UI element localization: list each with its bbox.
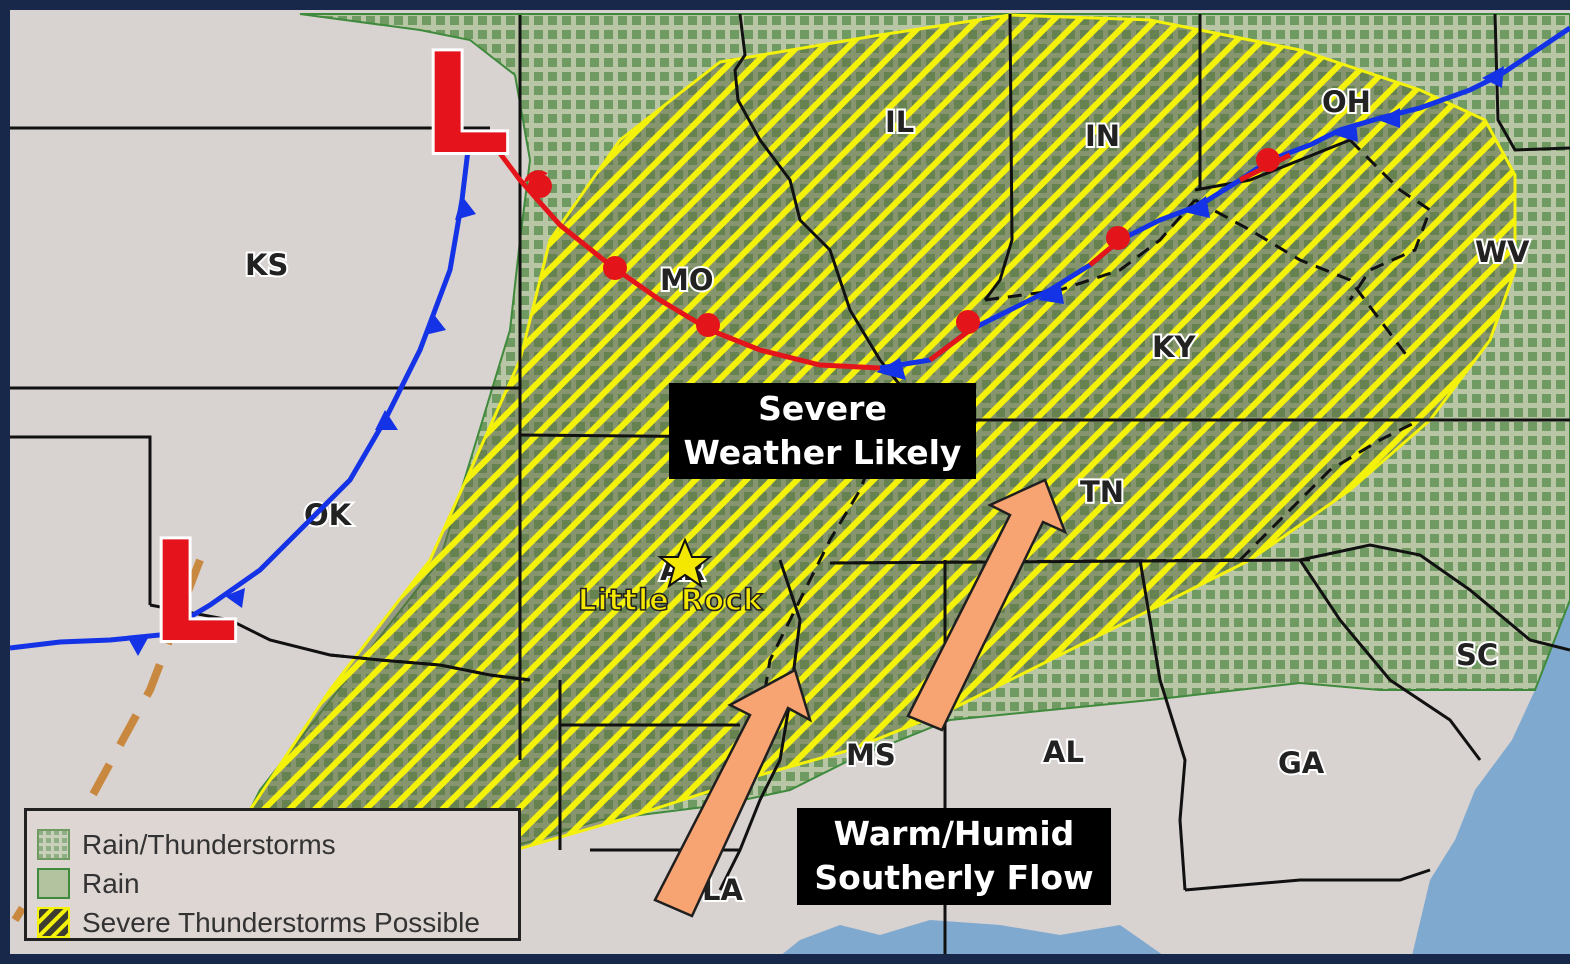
low-pressure-symbol-north: L: [422, 24, 510, 185]
southerly-flow-arrows: [653, 478, 1068, 918]
severe-callout-line2: Weather Likely: [683, 433, 962, 472]
legend-label: Rain/Thunderstorms: [82, 828, 336, 860]
flow-callout-line2: Southerly Flow: [814, 858, 1094, 897]
state-label-tn: TN: [1080, 475, 1124, 509]
state-label-mo: MO: [660, 263, 714, 297]
star-icon: [657, 537, 713, 589]
flow-callout-line1: Warm/Humid: [833, 814, 1075, 853]
low-pressure-south: L: [147, 509, 241, 676]
legend-label: Rain: [82, 867, 140, 899]
state-label-al: AL: [1043, 735, 1084, 769]
gulf-of-mexico: [770, 920, 1175, 964]
severe-weather-callout: Severe Weather Likely: [669, 383, 976, 479]
legend-item: Rain/Thunderstorms: [37, 825, 518, 864]
warm-front: [488, 138, 881, 371]
rain-swatch: [37, 868, 70, 899]
rain-thunderstorms-swatch: [37, 829, 70, 860]
legend-label: Severe Thunderstorms Possible: [82, 906, 480, 938]
flow-arrow-east: [906, 478, 1068, 732]
city-label-little-rock: Little Rock: [577, 582, 764, 618]
legend-item: Rain: [37, 864, 518, 903]
state-label-ga: GA: [1278, 746, 1325, 780]
flow-arrow-west: [653, 668, 813, 918]
low-pressure-symbol-south: L: [150, 512, 238, 673]
atlantic-ocean: [1410, 600, 1570, 964]
state-label-il: IL: [885, 105, 914, 139]
state-label-ms: MS: [846, 738, 896, 772]
state-label-oh: OH: [1322, 85, 1371, 119]
state-label-sc: SC: [1456, 638, 1498, 672]
legend-item: Severe Thunderstorms Possible: [37, 903, 518, 942]
state-labels: KS OK MO IL IN OH WV KY TN AR MS AL GA S…: [243, 83, 1532, 909]
state-label-wv: WV: [1475, 235, 1530, 269]
cold-front-west: [9, 149, 476, 656]
state-label-ky: KY: [1152, 330, 1196, 364]
southerly-flow-callout: Warm/Humid Southerly Flow: [797, 808, 1111, 905]
stationary-front: [876, 25, 1570, 380]
severe-callout-line1: Severe: [758, 389, 887, 428]
map-legend: Rain/Thunderstorms Rain Severe Thunderst…: [24, 808, 521, 941]
state-label-ks: KS: [245, 248, 288, 282]
state-label-in: IN: [1085, 119, 1120, 153]
low-pressure-north: L: [419, 21, 513, 188]
severe-hatch-swatch: [37, 907, 70, 938]
